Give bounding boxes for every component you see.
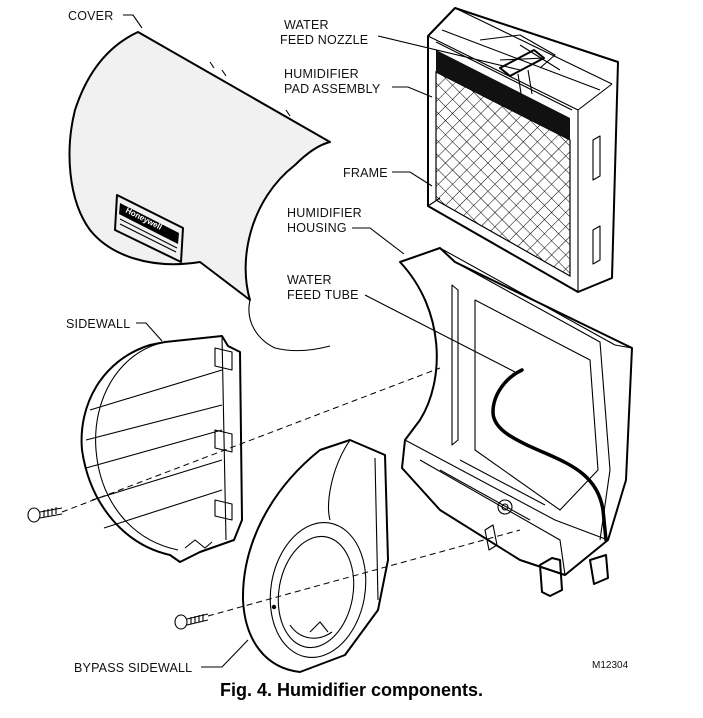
leader-pad-assembly bbox=[392, 86, 433, 98]
screw-1 bbox=[27, 507, 63, 523]
alignment-line-upper bbox=[61, 367, 441, 513]
bypass-sidewall-part bbox=[241, 439, 389, 673]
label-pad-assembly: HUMIDIFIER PAD ASSEMBLY bbox=[284, 67, 381, 96]
pad-assembly-part bbox=[427, 7, 619, 293]
label-frame: FRAME bbox=[343, 166, 388, 180]
label-housing: HUMIDIFIER HOUSING bbox=[287, 206, 366, 235]
leader-water-feed-tube bbox=[364, 294, 516, 373]
figure-code: M12304 bbox=[592, 660, 629, 671]
leader-housing bbox=[352, 227, 405, 255]
label-water-feed-tube-line1: WATER bbox=[287, 273, 332, 287]
sidewall-part bbox=[80, 335, 243, 563]
label-pad-assembly-line1: HUMIDIFIER bbox=[284, 67, 359, 81]
label-cover: COVER bbox=[68, 9, 113, 23]
label-housing-line2: HOUSING bbox=[287, 221, 347, 235]
cover-part: Honeywell bbox=[68, 31, 331, 352]
leader-bypass-sidewall bbox=[201, 639, 249, 668]
label-water-feed-tube-line2: FEED TUBE bbox=[287, 288, 359, 302]
screw-2 bbox=[174, 613, 209, 630]
leader-sidewall bbox=[136, 322, 163, 342]
label-pad-assembly-line2: PAD ASSEMBLY bbox=[284, 82, 381, 96]
leader-frame bbox=[392, 171, 433, 187]
figure-caption: Fig. 4. Humidifier components. bbox=[219, 680, 484, 700]
leader-cover bbox=[123, 14, 143, 29]
label-sidewall: SIDEWALL bbox=[66, 317, 130, 331]
label-water-feed-nozzle-line2: FEED NOZZLE bbox=[280, 33, 368, 47]
label-water-feed-nozzle-line1: WATER bbox=[284, 18, 329, 32]
leader-water-feed-nozzle bbox=[377, 35, 521, 71]
label-housing-line1: HUMIDIFIER bbox=[287, 206, 362, 220]
label-water-feed-nozzle: WATER FEED NOZZLE bbox=[280, 18, 368, 47]
label-water-feed-tube: WATER FEED TUBE bbox=[287, 273, 359, 302]
label-bypass-sidewall: BYPASS SIDEWALL bbox=[74, 661, 192, 675]
alignment-line-lower bbox=[207, 529, 521, 617]
housing-part bbox=[399, 247, 633, 597]
